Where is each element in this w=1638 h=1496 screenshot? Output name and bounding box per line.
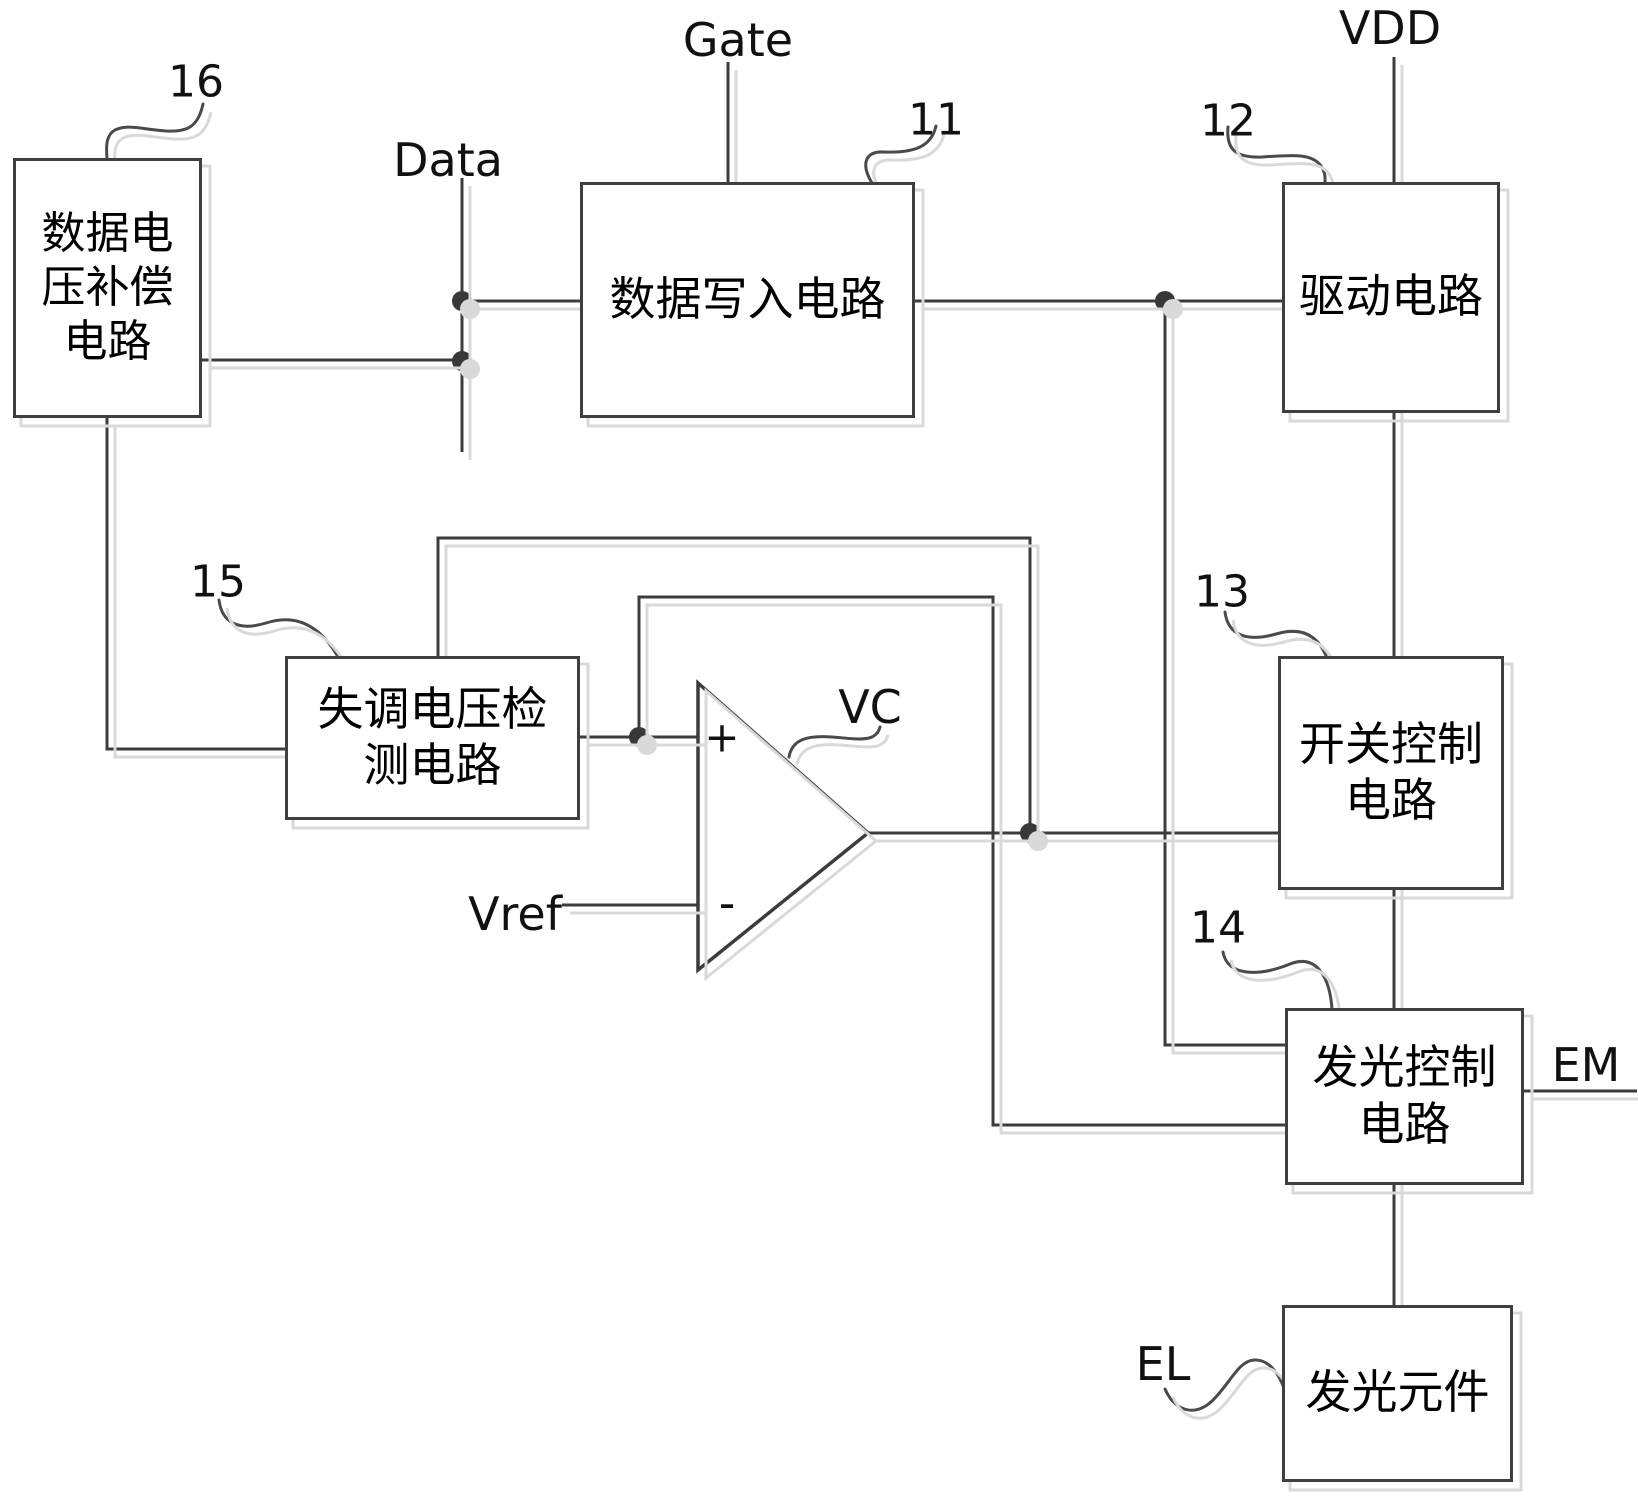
leader-13 [1223, 610, 1329, 660]
block-data-write: 数据写入电路 [580, 182, 915, 418]
junction-dot [629, 727, 649, 747]
junction-dot [1020, 823, 1040, 843]
block-label: 开关控制 [1299, 718, 1483, 770]
leader-15 [217, 598, 339, 657]
junction-dot [452, 351, 472, 371]
block-label: 压补偿 [41, 263, 174, 313]
ref-label-16: 16 [168, 56, 224, 108]
signal-label-gate: Gate [682, 13, 794, 67]
ref-label-15: 15 [190, 556, 246, 608]
block-label: 电路 [1345, 775, 1437, 826]
ref-label-14: 14 [1190, 902, 1246, 954]
block-light-emitting-element: 发光元件 [1282, 1305, 1513, 1482]
wire-inner-loop [637, 595, 1285, 1127]
leader-14 [1221, 950, 1334, 1011]
opamp-minus-input-mark: - [718, 876, 736, 930]
ref-label-11: 11 [908, 94, 964, 146]
signal-label-vref: Vref [468, 887, 562, 941]
block-label: 发光控制 [1312, 1042, 1497, 1094]
block-label: 测电路 [363, 740, 502, 791]
block-data-voltage-compensation: 数据电 压补偿 电路 [13, 158, 202, 418]
signal-label-vc: VC [838, 680, 902, 734]
ref-label-12: 12 [1200, 95, 1256, 147]
block-label: 驱动电路 [1299, 271, 1483, 323]
block-label: 数据写入电路 [609, 273, 886, 325]
block-offset-voltage-detection: 失调电压检 测电路 [285, 656, 580, 820]
block-label: 数据电 [41, 209, 174, 259]
opamp-plus-input-mark: + [704, 712, 740, 762]
block-drive: 驱动电路 [1282, 182, 1500, 413]
block-switch-control: 开关控制 电路 [1278, 656, 1504, 890]
block-label: 电路 [63, 316, 152, 366]
block-label: 电路 [1358, 1098, 1451, 1150]
junction-dot [452, 291, 472, 311]
signal-label-em: EM [1551, 1038, 1621, 1092]
block-emission-control: 发光控制 电路 [1285, 1008, 1524, 1185]
junction-dot [1155, 291, 1175, 311]
block-label: 发光元件 [1305, 1367, 1490, 1419]
block-label: 失调电压检 [317, 683, 548, 735]
signal-label-el: EL [1135, 1337, 1191, 1391]
signal-label-vdd: VDD [1338, 1, 1442, 55]
leader-16 [105, 102, 205, 160]
ref-label-13: 13 [1194, 566, 1250, 618]
signal-label-data: Data [393, 133, 503, 187]
